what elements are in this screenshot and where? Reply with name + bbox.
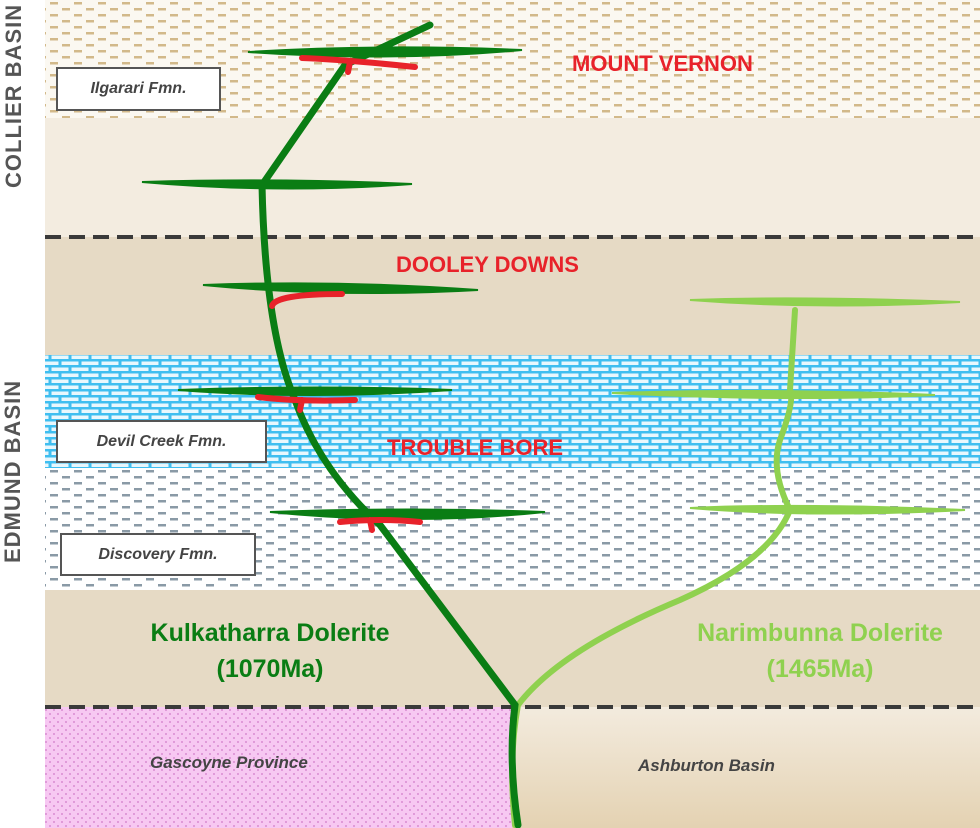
kulkatharra-dolerite-feeder: [141, 21, 546, 828]
trouble-bore-label: TROUBLE BORE: [387, 435, 563, 460]
kulkatharra-age: (1070Ma): [216, 655, 324, 683]
discovery-fmn-label: Discovery Fmn.: [60, 533, 256, 576]
narimbunna-dolerite-label: Narimbunna Dolerite (1465Ma): [665, 615, 975, 687]
ilgarari-fmn-label: Ilgarari Fmn.: [56, 67, 221, 111]
gascoyne-province-label: Gascoyne Province: [150, 753, 308, 772]
layer-edmund-base: [45, 590, 980, 707]
narimbunna-name: Narimbunna Dolerite: [697, 619, 943, 647]
layer-collier-lower: [45, 118, 980, 237]
layer-ashburton: [512, 707, 980, 828]
devil-creek-fmn-label: Devil Creek Fmn.: [56, 420, 267, 463]
ashburton-basin-label: Ashburton Basin: [638, 756, 775, 775]
intrusion-highlights: [255, 55, 423, 533]
layer-dooley-downs: [45, 237, 980, 355]
edmund-basin-label: EDMUND BASIN: [0, 379, 25, 563]
narimbunna-age: (1465Ma): [766, 655, 874, 683]
collier-basin-label: COLLIER BASIN: [1, 3, 26, 188]
kulkatharra-name: Kulkatharra Dolerite: [150, 619, 390, 647]
mount-vernon-label: MOUNT VERNON: [572, 51, 753, 76]
dooley-downs-label: DOOLEY DOWNS: [396, 252, 579, 277]
layer-gascoyne: [45, 707, 512, 828]
kulkatharra-dolerite-label: Kulkatharra Dolerite (1070Ma): [110, 615, 430, 687]
